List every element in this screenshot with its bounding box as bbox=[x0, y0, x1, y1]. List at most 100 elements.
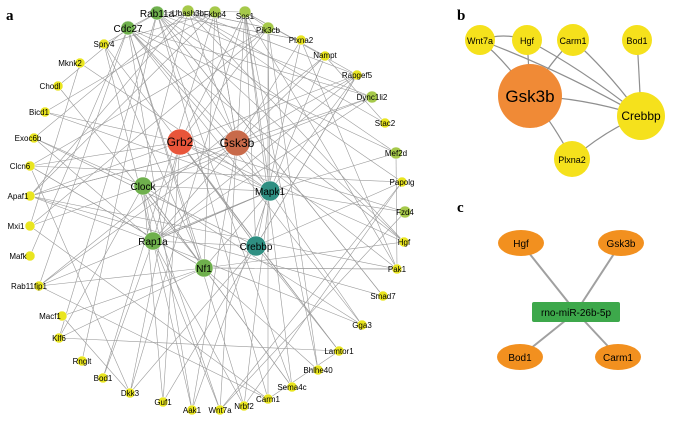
node-gsk3b[interactable]: Gsk3b bbox=[498, 64, 562, 128]
edge-crebbp-dkk3 bbox=[129, 245, 257, 394]
edge-mxi1-clock bbox=[29, 185, 144, 227]
edge-cdc27-mapk1 bbox=[127, 27, 271, 192]
node-carm1[interactable]: Carm1 bbox=[256, 393, 281, 405]
node-circle bbox=[208, 5, 222, 19]
node-clock[interactable]: Clock bbox=[130, 176, 156, 196]
node-label: Carm1 bbox=[559, 36, 586, 46]
node-bod1[interactable]: Bod1 bbox=[94, 372, 113, 384]
node-circle bbox=[24, 160, 36, 172]
edge-gsk3b-pak1 bbox=[236, 142, 398, 270]
node-fzd4[interactable]: Fzd4 bbox=[396, 205, 414, 219]
node-circle bbox=[617, 92, 665, 140]
node-gsk3b[interactable]: Gsk3b bbox=[598, 230, 644, 256]
node-dkk3[interactable]: Dkk3 bbox=[121, 387, 140, 399]
node-wnt7a[interactable]: Wnt7a bbox=[465, 25, 495, 55]
node-mknk2[interactable]: Mknk2 bbox=[58, 57, 86, 69]
node-circle bbox=[498, 64, 562, 128]
node-crebbp[interactable]: Crebbp bbox=[617, 92, 665, 140]
node-circle bbox=[398, 236, 410, 248]
node-label: Gsk3b bbox=[607, 239, 636, 250]
node-circle bbox=[194, 258, 214, 278]
edge-mapk1-nrbf2 bbox=[243, 190, 271, 407]
node-rab11fip1[interactable]: Rab11fip1 bbox=[11, 280, 47, 292]
node-exoc6b[interactable]: Exoc6b bbox=[15, 132, 42, 144]
node-gga3[interactable]: Gga3 bbox=[352, 319, 372, 331]
edge-mxi1-carm1 bbox=[29, 225, 269, 400]
node-circle bbox=[557, 24, 589, 56]
node-klf6[interactable]: Klf6 bbox=[52, 332, 66, 344]
edge-grb2-pik3cb bbox=[179, 27, 269, 143]
node-rapgef5[interactable]: Rapgef5 bbox=[342, 69, 373, 81]
node-sema4c[interactable]: Sema4c bbox=[277, 381, 307, 393]
node-nampt[interactable]: Nampt bbox=[313, 50, 338, 62]
node-label: Aak1 bbox=[183, 406, 202, 415]
edge-nampt-stac2 bbox=[324, 55, 386, 124]
node-bod1[interactable]: Bod1 bbox=[622, 25, 652, 55]
node-plxna2[interactable]: Plxna2 bbox=[554, 141, 590, 177]
node-gsk3b[interactable]: Gsk3b bbox=[220, 129, 255, 157]
node-circle bbox=[181, 4, 195, 18]
node-ubash3b[interactable]: Ubash3b bbox=[172, 4, 205, 18]
node-label: Grb2 bbox=[167, 135, 194, 149]
node-mapk1[interactable]: Mapk1 bbox=[255, 180, 285, 202]
node-sos1[interactable]: Sos1 bbox=[236, 5, 255, 21]
node-rab11a[interactable]: Rab11a bbox=[140, 5, 175, 21]
node-nrbf2[interactable]: Nrbf2 bbox=[234, 400, 254, 412]
node-label: Rapgef5 bbox=[342, 71, 373, 80]
node-cdc27[interactable]: Cdc27 bbox=[114, 20, 143, 36]
node-label: Bhlhe40 bbox=[303, 366, 333, 375]
node-nf1[interactable]: Nf1 bbox=[194, 258, 214, 278]
node-circle bbox=[39, 106, 51, 118]
node-crebbp[interactable]: Crebbp bbox=[240, 235, 273, 257]
node-label: Sema4c bbox=[277, 383, 306, 392]
node-lamtor1[interactable]: Lamtor1 bbox=[324, 345, 354, 357]
node-circle bbox=[259, 180, 281, 202]
node-wnt7a[interactable]: Wnt7a bbox=[208, 404, 232, 416]
node-mef2d[interactable]: Mef2d bbox=[385, 146, 407, 160]
node-label: Mxi1 bbox=[8, 222, 25, 231]
edge-clock-rap1a bbox=[142, 185, 154, 242]
edge-rab11fip1-nampt bbox=[38, 55, 326, 287]
node-grb2[interactable]: Grb2 bbox=[167, 128, 194, 156]
node-macf1[interactable]: Macf1 bbox=[39, 310, 68, 322]
node-chodl[interactable]: Chodl bbox=[40, 80, 64, 92]
node-circle bbox=[379, 117, 391, 129]
node-bhlhe40[interactable]: Bhlhe40 bbox=[303, 364, 333, 376]
node-papolg[interactable]: Papolg bbox=[390, 176, 415, 188]
edge-macf1-nf1 bbox=[61, 267, 205, 317]
node-rap1a[interactable]: Rap1a bbox=[138, 231, 168, 251]
node-bicd1[interactable]: Bicd1 bbox=[29, 106, 51, 118]
node-plxna2[interactable]: Plxna2 bbox=[289, 34, 314, 46]
node-ellipse bbox=[497, 344, 543, 370]
node-pik3cb[interactable]: Pik3cb bbox=[256, 21, 281, 35]
node-guf1[interactable]: Guf1 bbox=[154, 396, 172, 408]
node-hgf[interactable]: Hgf bbox=[512, 25, 542, 55]
edge-ubash3b-rapgef5 bbox=[187, 10, 358, 76]
node-spry4[interactable]: Spry4 bbox=[94, 38, 115, 50]
node-mxi1[interactable]: Mxi1 bbox=[8, 220, 36, 232]
node-rnglt[interactable]: Rnglt bbox=[73, 355, 92, 367]
node-bod1[interactable]: Bod1 bbox=[497, 344, 543, 370]
node-carm1[interactable]: Carm1 bbox=[557, 24, 589, 56]
edge-pak1-mef2d bbox=[395, 152, 398, 270]
node-carm1[interactable]: Carm1 bbox=[595, 344, 641, 370]
node-smad7[interactable]: Smad7 bbox=[370, 290, 396, 302]
node-circle bbox=[356, 319, 368, 331]
node-mirna[interactable]: rno-miR-26b-5p bbox=[532, 302, 620, 322]
node-label: Wnt7a bbox=[208, 406, 232, 415]
node-hgf[interactable]: Hgf bbox=[398, 236, 411, 248]
node-hgf[interactable]: Hgf bbox=[498, 230, 544, 256]
node-circle bbox=[262, 393, 274, 405]
node-stac2[interactable]: Stac2 bbox=[375, 117, 396, 129]
panel-b-letter: b bbox=[457, 8, 465, 24]
node-circle bbox=[238, 5, 252, 19]
node-clcn6[interactable]: Clcn6 bbox=[10, 160, 36, 172]
node-fkbp4[interactable]: Fkbp4 bbox=[204, 5, 227, 19]
edge-rab11a-smad7 bbox=[156, 12, 384, 297]
node-aak1[interactable]: Aak1 bbox=[183, 404, 202, 416]
node-apaf1[interactable]: Apaf1 bbox=[8, 190, 36, 202]
node-mafk[interactable]: Mafk bbox=[9, 250, 36, 262]
node-dync1li2[interactable]: Dync1li2 bbox=[357, 90, 388, 104]
node-pak1[interactable]: Pak1 bbox=[388, 263, 407, 275]
node-label: rno-miR-26b-5p bbox=[541, 308, 611, 319]
